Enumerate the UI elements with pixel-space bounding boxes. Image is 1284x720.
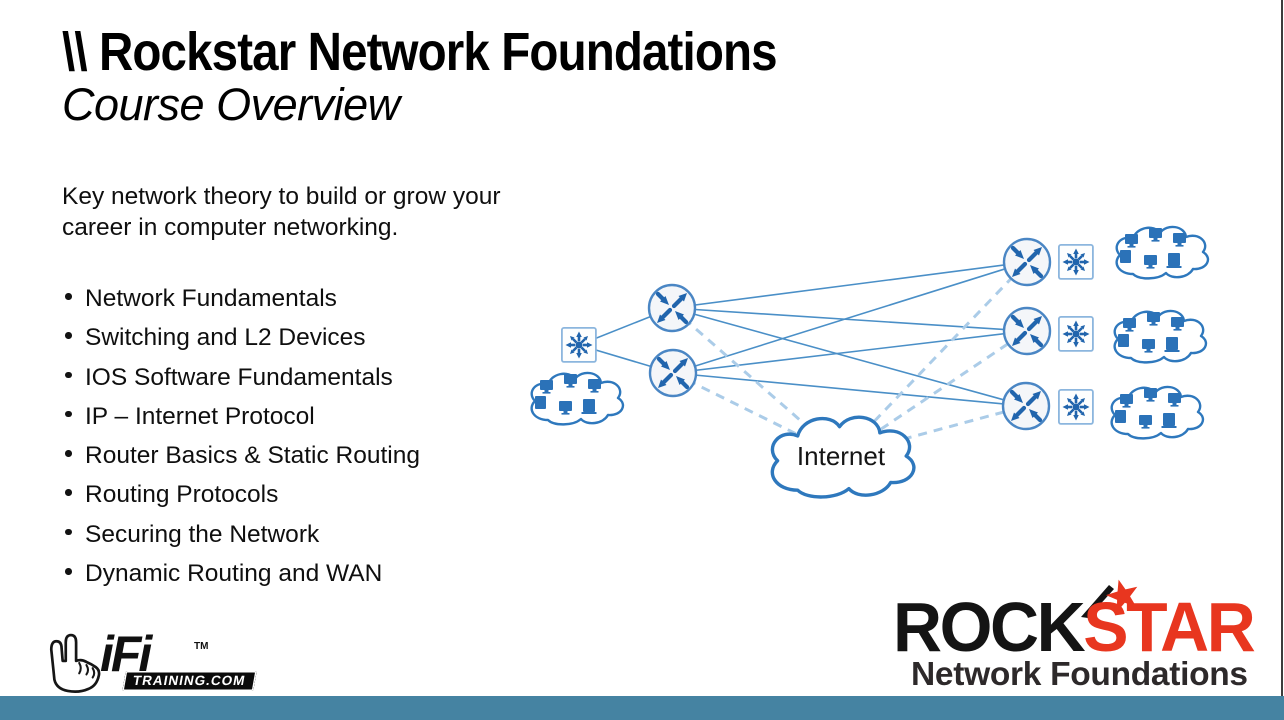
- rockstar-word-red: STAR: [1083, 588, 1256, 666]
- switch-icon-sw-c: [1057, 388, 1095, 426]
- router-icon-r1: [649, 285, 695, 331]
- footer-bar: [0, 696, 1284, 720]
- page-subtitle: Course Overview: [62, 79, 400, 131]
- router-icon-r3c: [1003, 383, 1049, 429]
- bullet-item: Dynamic Routing and WAN: [62, 561, 420, 586]
- link-r1-r3b: [671, 307, 1028, 332]
- rock-hand-icon: [49, 633, 101, 693]
- bullet-item: Routing Protocols: [62, 482, 420, 507]
- lan-icon-lan-b: [1113, 309, 1208, 364]
- link-r1-internet: [671, 306, 842, 458]
- slide-right-edge: [1281, 0, 1283, 696]
- bullet-item: IOS Software Fundamentals: [62, 365, 420, 390]
- rockstar-logo: ROCKSTAR Network Foundations: [893, 579, 1278, 694]
- bullet-item: IP – Internet Protocol: [62, 404, 420, 429]
- router-icon-r3b: [1004, 308, 1050, 354]
- lan-icon-lan-a: [1115, 225, 1210, 280]
- link-r1-r3c: [671, 307, 1027, 407]
- diagram-nodes: Internet: [530, 225, 1210, 499]
- router-icon-r2: [650, 350, 696, 396]
- bullet-item: Securing the Network: [62, 522, 420, 547]
- wifi-trademark: TM: [194, 641, 209, 652]
- link-r2-r3c: [672, 372, 1027, 407]
- router-icon-r3a: [1004, 239, 1050, 285]
- bullet-item: Network Fundamentals: [62, 286, 420, 311]
- link-internet-r3a: [839, 260, 1029, 458]
- rockstar-tagline: Network Foundations: [911, 656, 1248, 693]
- title-block: \\ Rockstar Network Foundations Course O…: [62, 24, 874, 128]
- rockstar-word-black: ROCK: [893, 588, 1086, 666]
- lan-icon-lan-c: [1110, 385, 1205, 440]
- wifi-training-logo: iFi TM TRAINING.COM: [44, 626, 259, 695]
- bullet-item: Router Basics & Static Routing: [62, 443, 420, 468]
- switch-icon-sw-left: [560, 326, 598, 364]
- link-r2-r3a: [672, 261, 1028, 374]
- internet-label: Internet: [797, 441, 886, 471]
- page-title: \\ Rockstar Network Foundations: [62, 22, 778, 82]
- network-diagram: Internet: [530, 225, 1210, 499]
- rockstar-wordmark: ROCKSTAR: [893, 592, 1266, 662]
- link-r1-r3a: [671, 261, 1028, 309]
- wifi-banner-text: TRAINING.COM: [122, 671, 257, 691]
- link-r2-r3b: [672, 330, 1028, 374]
- intro-text: Key network theory to build or grow your…: [62, 183, 501, 241]
- lan-icon-lan-left: [530, 371, 625, 426]
- bullet-item: Switching and L2 Devices: [62, 325, 420, 350]
- switch-icon-sw-b: [1057, 315, 1095, 353]
- switch-icon-sw-a: [1057, 243, 1095, 281]
